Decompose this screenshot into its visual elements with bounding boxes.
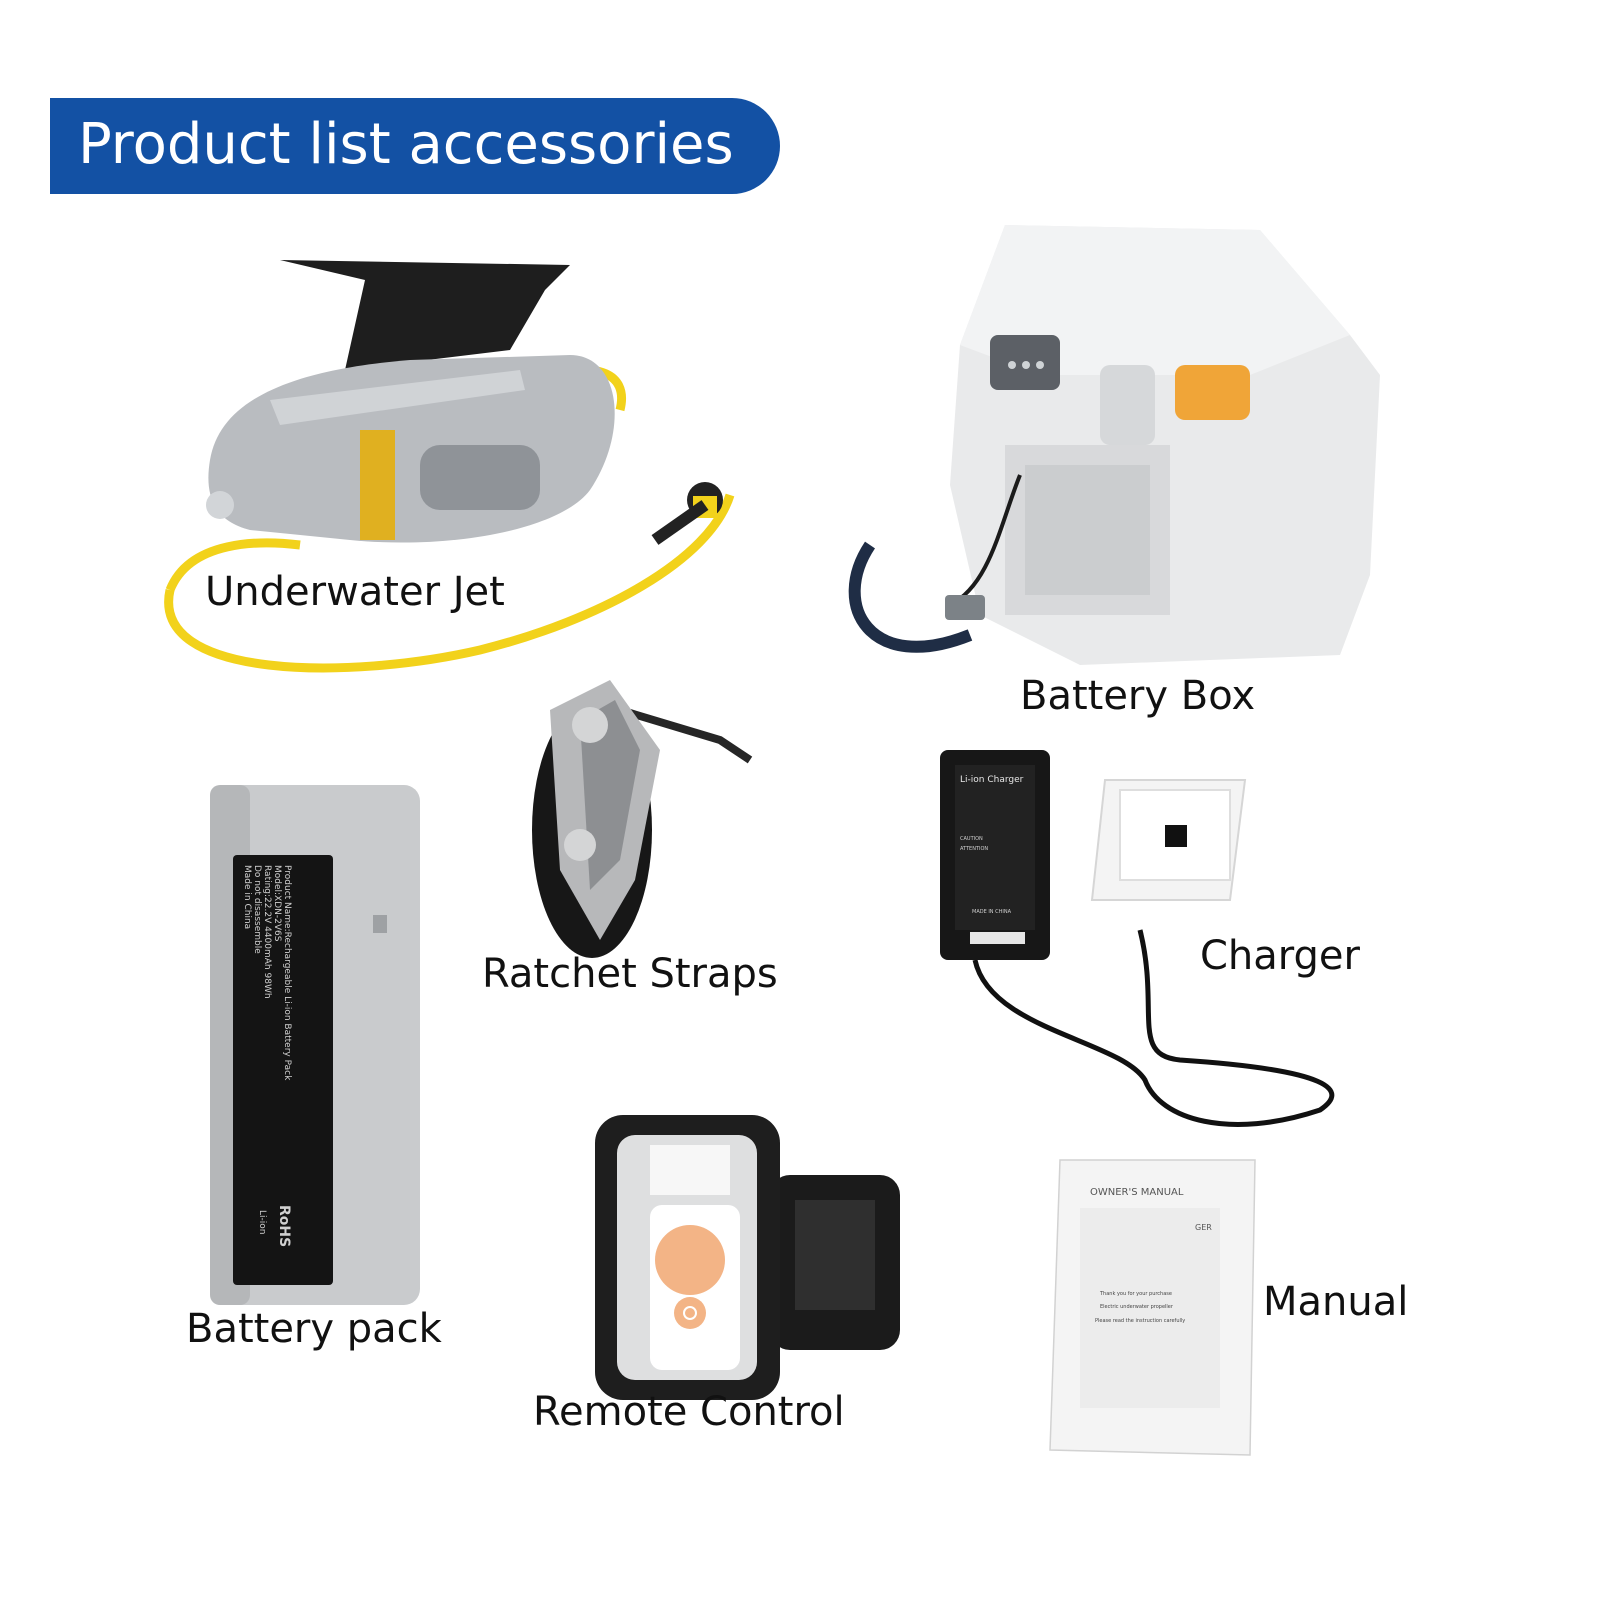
battery-box-label: Battery Box <box>1020 673 1256 719</box>
page-title: Product list accessories <box>78 112 734 177</box>
battery-spec-line4: Do not disassemble <box>252 865 262 954</box>
battery-pack-image: Product Name:Rechargeable Li-ion Battery… <box>210 785 420 1305</box>
underwater-jet-label: Underwater Jet <box>205 569 505 615</box>
charger-attention-text: ATTENTION <box>960 846 988 852</box>
remote-control-label: Remote Control <box>533 1389 845 1435</box>
title-banner: Product list accessories <box>50 98 780 194</box>
manual-ger-text: GER <box>1195 1223 1212 1232</box>
manual-thanks-text: Thank you for your purchase <box>1099 1291 1172 1297</box>
manual-image: OWNER'S MANUAL GER Thank you for your pu… <box>1049 1159 1256 1456</box>
battery-spec-line5: Made in China <box>242 865 252 929</box>
underwater-jet-image <box>164 260 735 673</box>
battery-box-image <box>848 225 1380 665</box>
charger-caution-text: CAUTION <box>960 836 983 842</box>
charger-label: Charger <box>1200 933 1360 979</box>
charger-image: Li-ion Charger CAUTION ATTENTION MADE IN… <box>940 750 1335 1127</box>
ratchet-straps-image <box>532 680 753 958</box>
manual-read-text: Please read the instruction carefully <box>1095 1318 1185 1324</box>
manual-title-text: OWNER'S MANUAL <box>1090 1187 1184 1198</box>
manual-product-text: Electric underwater propeller <box>1100 1304 1174 1310</box>
battery-pack-label: Battery pack <box>186 1306 442 1352</box>
charger-title-text: Li-ion Charger <box>960 775 1024 785</box>
battery-spec-line3: Rating:22.2V 4400mAh 98Wh <box>262 865 272 999</box>
liion-mark: Li-ion <box>257 1210 267 1234</box>
charger-origin-text: MADE IN CHINA <box>972 909 1012 915</box>
battery-spec-line2: Model:XDN-2V6S <box>272 865 282 942</box>
battery-spec-line1: Product Name:Rechargeable Li-ion Battery… <box>282 865 292 1081</box>
remote-control-image <box>595 1115 900 1400</box>
rohs-mark: RoHS <box>276 1205 292 1247</box>
manual-label: Manual <box>1263 1279 1409 1325</box>
ratchet-straps-label: Ratchet Straps <box>482 951 778 997</box>
